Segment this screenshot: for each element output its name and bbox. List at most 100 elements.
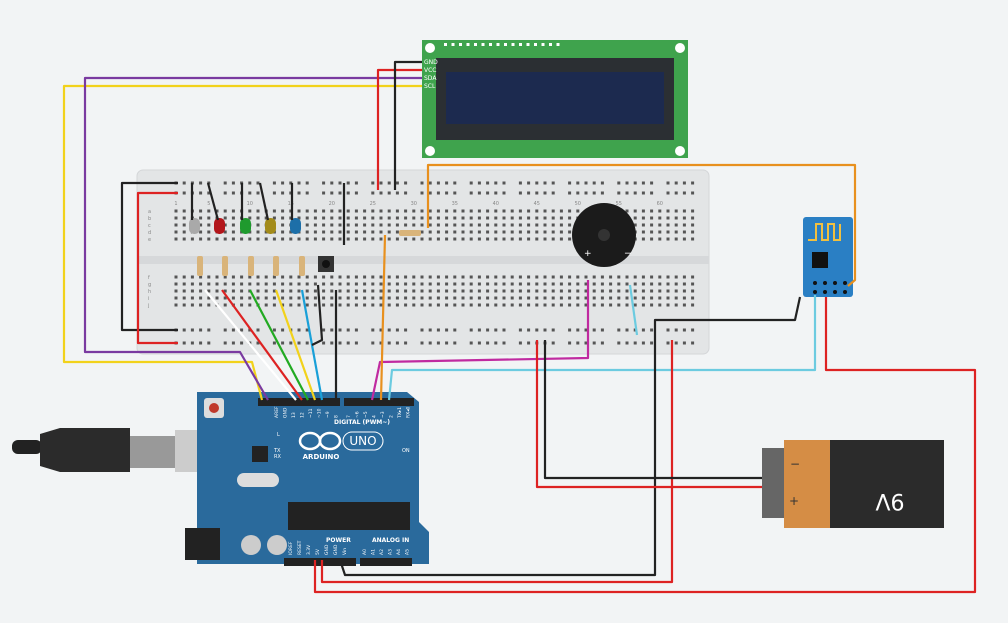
- breadboard-hole[interactable]: [502, 303, 506, 307]
- breadboard-hole[interactable]: [231, 209, 235, 213]
- breadboard-hole[interactable]: [436, 303, 440, 307]
- breadboard-hole[interactable]: [576, 296, 580, 300]
- breadboard-hole[interactable]: [330, 296, 334, 300]
- breadboard-hole[interactable]: [231, 223, 235, 227]
- breadboard-hole[interactable]: [658, 209, 662, 213]
- breadboard-hole[interactable]: [322, 216, 326, 220]
- breadboard-hole[interactable]: [289, 341, 293, 345]
- breadboard-hole[interactable]: [281, 282, 285, 286]
- breadboard-hole[interactable]: [207, 341, 211, 345]
- breadboard-hole[interactable]: [199, 328, 203, 332]
- breadboard-hole[interactable]: [666, 289, 670, 293]
- breadboard-hole[interactable]: [174, 216, 178, 220]
- breadboard-hole[interactable]: [469, 328, 473, 332]
- breadboard-hole[interactable]: [215, 275, 219, 279]
- breadboard-hole[interactable]: [354, 230, 358, 234]
- breadboard-hole[interactable]: [395, 296, 399, 300]
- breadboard-hole[interactable]: [469, 181, 473, 185]
- breadboard-hole[interactable]: [256, 191, 260, 195]
- breadboard-hole[interactable]: [469, 282, 473, 286]
- breadboard-hole[interactable]: [453, 282, 457, 286]
- breadboard-hole[interactable]: [363, 282, 367, 286]
- breadboard-hole[interactable]: [609, 275, 613, 279]
- breadboard-hole[interactable]: [420, 216, 424, 220]
- breadboard-hole[interactable]: [387, 216, 391, 220]
- breadboard-hole[interactable]: [256, 289, 260, 293]
- breadboard-hole[interactable]: [518, 289, 522, 293]
- breadboard-hole[interactable]: [641, 328, 645, 332]
- breadboard-hole[interactable]: [535, 181, 539, 185]
- breadboard-hole[interactable]: [559, 216, 563, 220]
- breadboard-hole[interactable]: [568, 303, 572, 307]
- breadboard-hole[interactable]: [535, 289, 539, 293]
- breadboard-hole[interactable]: [568, 296, 572, 300]
- breadboard-hole[interactable]: [592, 181, 596, 185]
- breadboard-hole[interactable]: [494, 341, 498, 345]
- breadboard-hole[interactable]: [666, 275, 670, 279]
- breadboard-hole[interactable]: [404, 341, 408, 345]
- breadboard-hole[interactable]: [502, 282, 506, 286]
- breadboard-hole[interactable]: [502, 223, 506, 227]
- breadboard-hole[interactable]: [445, 328, 449, 332]
- breadboard-hole[interactable]: [551, 181, 555, 185]
- breadboard-hole[interactable]: [330, 230, 334, 234]
- breadboard-hole[interactable]: [453, 191, 457, 195]
- breadboard-hole[interactable]: [436, 341, 440, 345]
- breadboard-hole[interactable]: [182, 282, 186, 286]
- breadboard-hole[interactable]: [486, 289, 490, 293]
- breadboard-hole[interactable]: [584, 341, 588, 345]
- breadboard-hole[interactable]: [494, 289, 498, 293]
- breadboard-hole[interactable]: [297, 282, 301, 286]
- breadboard-hole[interactable]: [527, 328, 531, 332]
- breadboard-hole[interactable]: [379, 230, 383, 234]
- breadboard-hole[interactable]: [199, 191, 203, 195]
- breadboard-hole[interactable]: [486, 328, 490, 332]
- breadboard-hole[interactable]: [658, 289, 662, 293]
- breadboard-hole[interactable]: [305, 289, 309, 293]
- breadboard-hole[interactable]: [322, 275, 326, 279]
- breadboard-hole[interactable]: [305, 303, 309, 307]
- breadboard-hole[interactable]: [338, 209, 342, 213]
- breadboard-hole[interactable]: [674, 341, 678, 345]
- breadboard-hole[interactable]: [223, 230, 227, 234]
- breadboard-hole[interactable]: [420, 303, 424, 307]
- breadboard-hole[interactable]: [518, 237, 522, 241]
- breadboard-hole[interactable]: [445, 216, 449, 220]
- breadboard-hole[interactable]: [674, 282, 678, 286]
- breadboard-hole[interactable]: [248, 275, 252, 279]
- breadboard-hole[interactable]: [682, 237, 686, 241]
- breadboard-hole[interactable]: [486, 181, 490, 185]
- breadboard-hole[interactable]: [543, 328, 547, 332]
- breadboard-hole[interactable]: [420, 191, 424, 195]
- breadboard-hole[interactable]: [428, 296, 432, 300]
- breadboard-hole[interactable]: [248, 209, 252, 213]
- breadboard-hole[interactable]: [658, 230, 662, 234]
- breadboard-hole[interactable]: [576, 328, 580, 332]
- breadboard-hole[interactable]: [412, 296, 416, 300]
- breadboard-hole[interactable]: [461, 237, 465, 241]
- breadboard-hole[interactable]: [174, 237, 178, 241]
- breadboard-hole[interactable]: [322, 237, 326, 241]
- breadboard-hole[interactable]: [371, 303, 375, 307]
- breadboard-hole[interactable]: [190, 282, 194, 286]
- breadboard-hole[interactable]: [420, 328, 424, 332]
- breadboard-hole[interactable]: [281, 237, 285, 241]
- breadboard-hole[interactable]: [272, 282, 276, 286]
- breadboard-hole[interactable]: [592, 282, 596, 286]
- breadboard-hole[interactable]: [527, 181, 531, 185]
- breadboard-hole[interactable]: [551, 216, 555, 220]
- breadboard-hole[interactable]: [264, 237, 268, 241]
- breadboard-hole[interactable]: [182, 303, 186, 307]
- breadboard-hole[interactable]: [240, 282, 244, 286]
- breadboard-hole[interactable]: [682, 303, 686, 307]
- breadboard-hole[interactable]: [289, 230, 293, 234]
- breadboard-hole[interactable]: [666, 237, 670, 241]
- breadboard-hole[interactable]: [592, 296, 596, 300]
- breadboard-hole[interactable]: [363, 296, 367, 300]
- breadboard-hole[interactable]: [199, 181, 203, 185]
- breadboard-hole[interactable]: [666, 216, 670, 220]
- breadboard-hole[interactable]: [674, 275, 678, 279]
- breadboard-hole[interactable]: [691, 223, 695, 227]
- breadboard-hole[interactable]: [289, 296, 293, 300]
- breadboard-hole[interactable]: [322, 328, 326, 332]
